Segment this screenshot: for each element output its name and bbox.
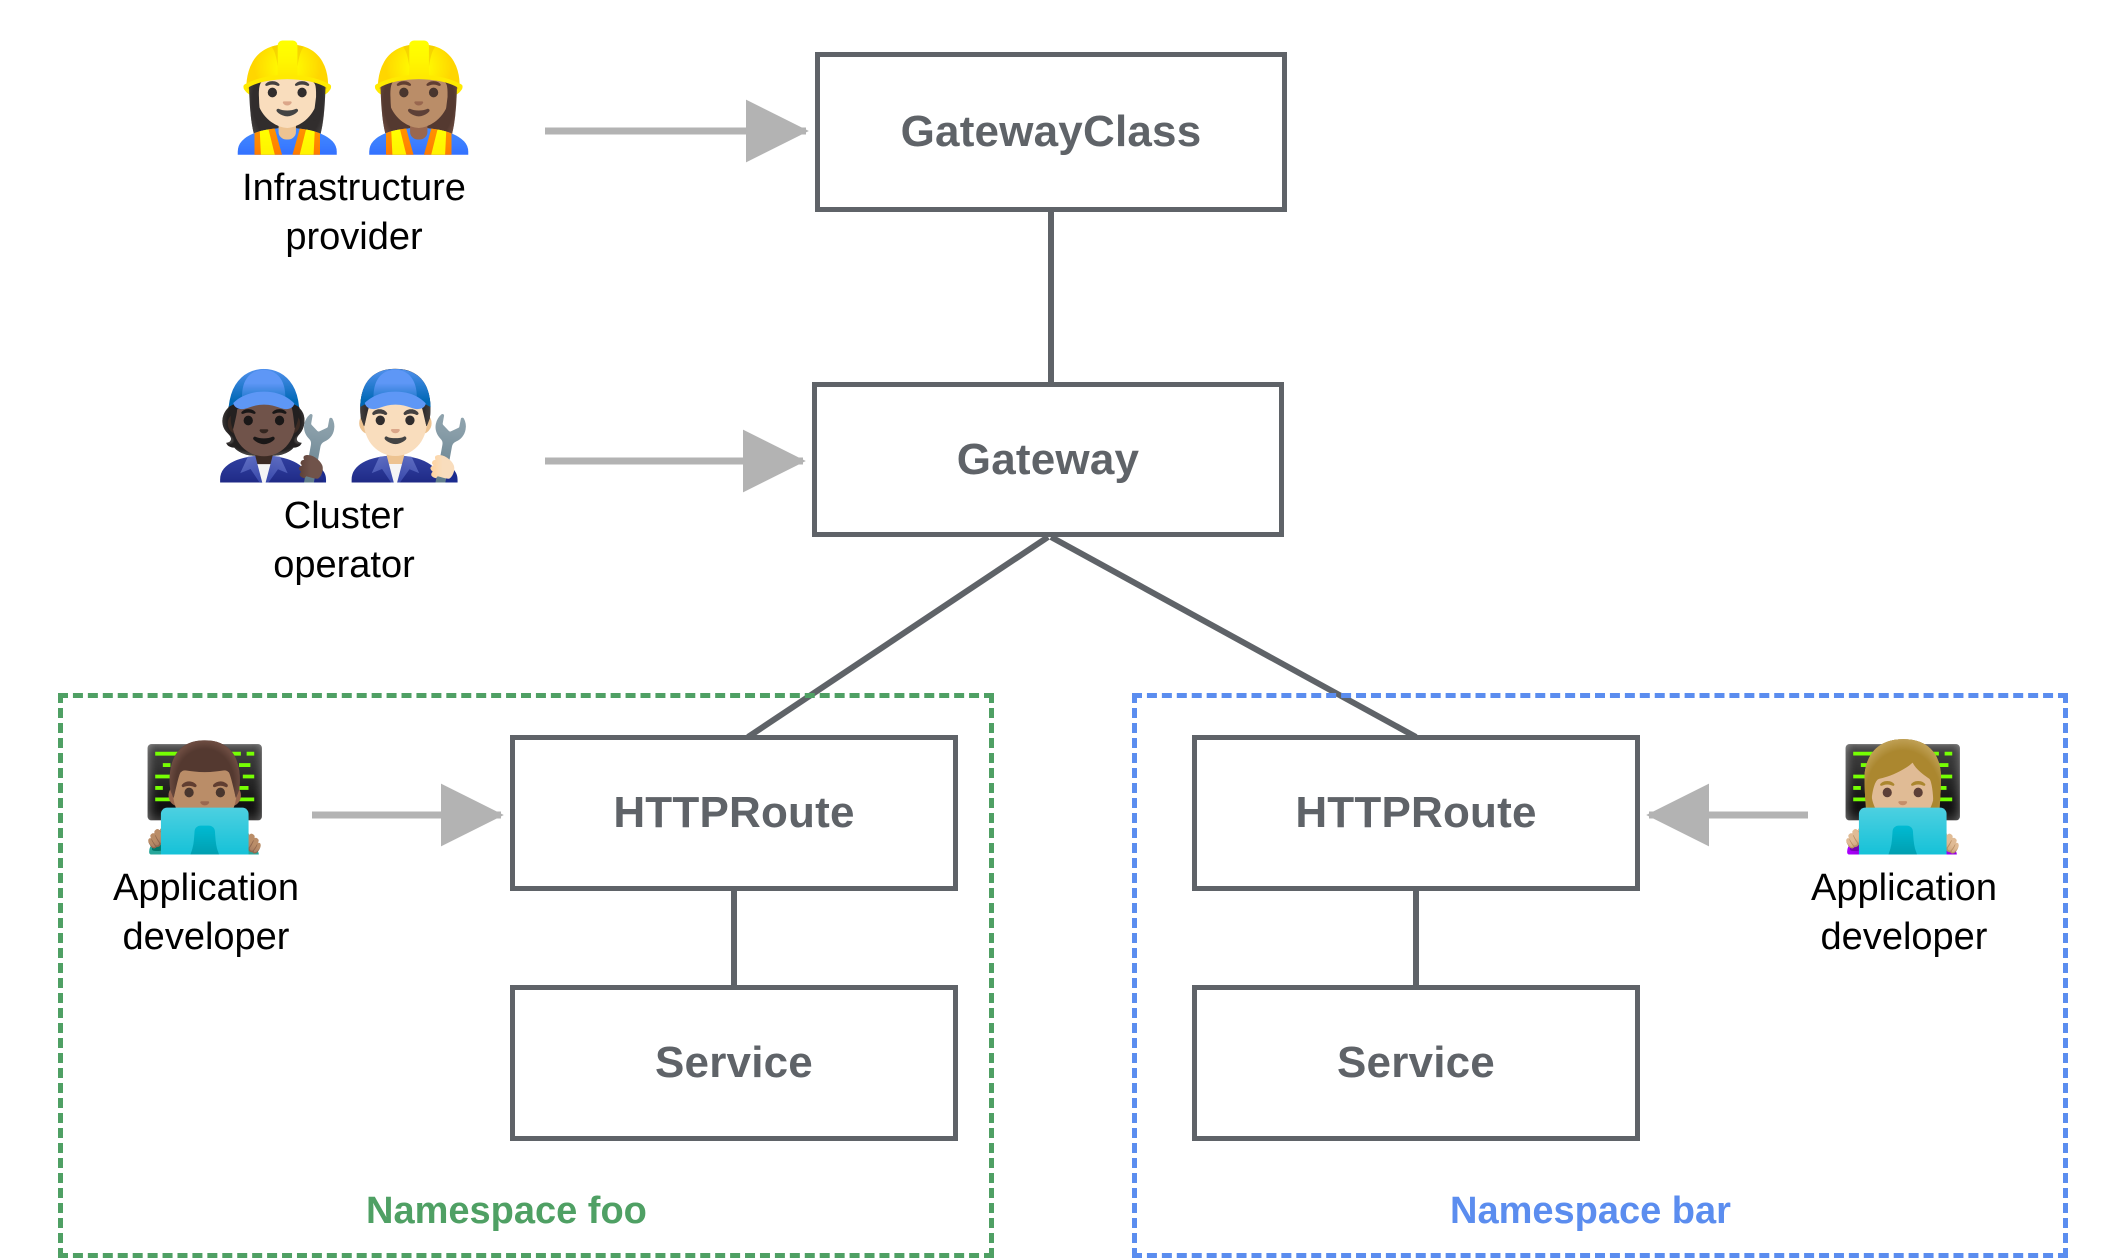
- man-technologist-emoji: 👨🏽‍💻: [140, 740, 272, 856]
- persona-application-developer-foo: 👨🏽‍💻 Application developer: [100, 740, 312, 962]
- namespace-label-foo: Namespace foo: [366, 1190, 647, 1232]
- node-service-foo-label: Service: [655, 1038, 813, 1087]
- node-httproute-bar[interactable]: HTTPRoute: [1192, 735, 1640, 891]
- node-gatewayclass[interactable]: GatewayClass: [815, 52, 1287, 212]
- namespace-container-bar: [1132, 693, 2068, 1258]
- node-gatewayclass-label: GatewayClass: [900, 107, 1202, 156]
- persona-cluster-operator: 🧑🏿‍🔧👨🏻‍🔧 Cluster operator: [188, 368, 500, 590]
- persona-application-developer-bar: 👩🏼‍💻 Application developer: [1798, 740, 2010, 962]
- node-httproute-foo[interactable]: HTTPRoute: [510, 735, 958, 891]
- namespace-container-foo: [58, 693, 994, 1258]
- node-httproute-bar-label: HTTPRoute: [1295, 788, 1537, 837]
- node-gateway-label: Gateway: [956, 434, 1140, 484]
- mechanic-emoji: 🧑🏿‍🔧👨🏻‍🔧: [212, 368, 476, 484]
- node-service-foo[interactable]: Service: [510, 985, 958, 1141]
- persona-application-developer-foo-label: Application developer: [113, 867, 299, 959]
- woman-technologist-emoji: 👩🏼‍💻: [1838, 740, 1970, 856]
- node-gateway[interactable]: Gateway: [812, 382, 1284, 537]
- persona-infrastructure-provider-label: Infrastructure provider: [242, 167, 466, 259]
- node-httproute-foo-label: HTTPRoute: [613, 788, 855, 837]
- persona-cluster-operator-label: Cluster operator: [273, 495, 415, 587]
- node-service-bar[interactable]: Service: [1192, 985, 1640, 1141]
- persona-infrastructure-provider: 👷🏻‍♀️👷🏽‍♀️ Infrastructure provider: [198, 40, 510, 262]
- persona-application-developer-bar-label: Application developer: [1811, 867, 1997, 959]
- namespace-label-bar: Namespace bar: [1450, 1190, 1731, 1232]
- node-service-bar-label: Service: [1337, 1038, 1495, 1087]
- construction-worker-women-emoji: 👷🏻‍♀️👷🏽‍♀️: [222, 40, 486, 156]
